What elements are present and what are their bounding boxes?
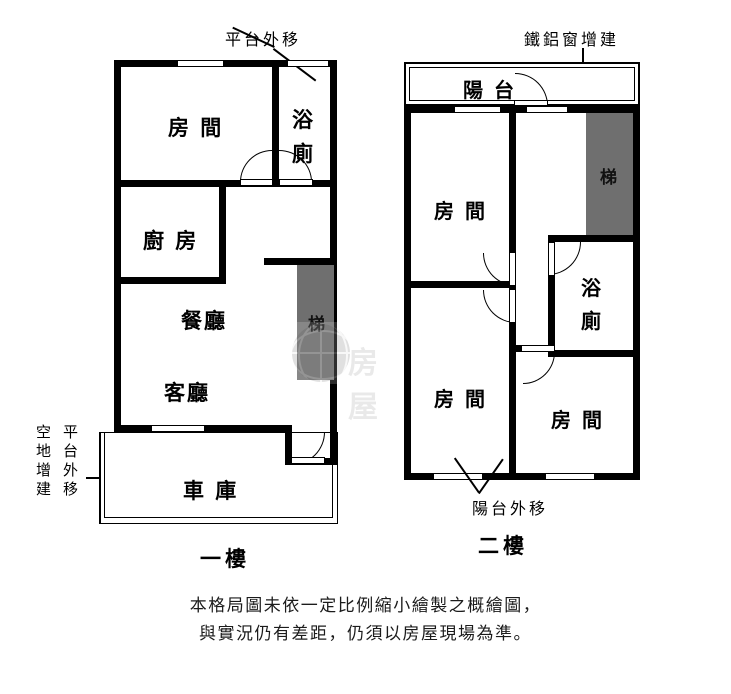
floor1-label-kitchen: 廚 房	[143, 228, 199, 253]
floor1-wall-garage-step	[285, 425, 292, 465]
floor1-window-living-bottom	[152, 426, 204, 431]
floor1-wall-kitchen-right	[219, 187, 226, 283]
floor1-wall-top	[114, 60, 337, 67]
floor2-label-stairs: 梯	[600, 168, 617, 188]
floor2-window-top-right	[527, 107, 567, 112]
floor-1-plan: 平台外移	[0, 0, 380, 600]
watermark-globe-icon	[292, 324, 350, 382]
floor1-annotation-left-outer: 空地增建	[34, 424, 52, 500]
floor2-label-balcony: 陽 台	[463, 78, 516, 102]
floor2-wall-bedroom23-divider	[509, 352, 516, 473]
floor2-wall-bottom	[404, 473, 640, 480]
floor1-annotation-left-inner: 平台外移	[61, 424, 79, 500]
caption-line-1: 本格局圖未依一定比例縮小繪製之概繪圖，	[189, 596, 542, 616]
floor1-doorleaf-bathroom	[279, 179, 313, 186]
floor1-label-bathroom-char1: 浴	[292, 107, 315, 132]
floor1-window-top-left	[178, 61, 223, 66]
watermark-globe-ring-horizontal	[292, 330, 350, 380]
floor2-doorleaf-balcony	[514, 100, 548, 106]
floor1-label-bathroom: 浴 廁	[292, 103, 315, 171]
floor2-wall-left	[404, 106, 411, 480]
floor2-wall-bathroom-left	[548, 235, 555, 357]
bracket-tick	[86, 477, 100, 479]
floor2-wall-bedroom-divider	[404, 281, 516, 288]
floor2-doorleaf-bathroom	[548, 242, 555, 276]
floor2-window-bottom-left	[434, 474, 482, 479]
floor1-wall-stair-top	[264, 258, 337, 265]
floor1-wall-left	[114, 60, 121, 432]
caption-line-2: 與實況仍有差距，仍須以房屋現場為準。	[199, 624, 532, 644]
floor2-doorleaf-bedroom-2	[509, 289, 516, 323]
watermark: 房屋	[286, 322, 396, 425]
floor2-annotation-bottom: 陽台外移	[472, 499, 549, 518]
watermark-text: 房屋	[348, 346, 380, 425]
floor1-doorleaf-garage	[291, 457, 325, 464]
floor2-stairs-block	[586, 113, 633, 235]
floor2-window-top-left	[455, 107, 500, 112]
floor2-wall-corridor-left	[509, 113, 516, 253]
floor1-window-top-right	[288, 61, 328, 66]
floor2-label-bathroom-char1: 浴	[581, 276, 603, 300]
floor1-wall-kitchen-bottom	[114, 277, 226, 284]
floor1-label-living: 客廳	[164, 380, 210, 405]
floor2-label-bathroom: 浴 廁	[581, 272, 603, 338]
floor-2-plan: 鐵鋁窗增建	[404, 30, 640, 558]
floor2-title: 二樓	[478, 533, 528, 558]
floor2-door-bedroom-3	[523, 352, 555, 384]
floor2-label-bedroom-2: 房 間	[434, 387, 487, 411]
floor2-label-bathroom-char2: 廁	[581, 309, 603, 333]
floor2-label-bedroom-1: 房 間	[434, 199, 487, 223]
floor2-wall-top	[404, 106, 640, 113]
floor1-label-bedroom: 房 間	[168, 115, 224, 140]
floor2-window-bottom-right	[546, 474, 594, 479]
floor2-wall-bathroom-bottom	[548, 350, 633, 357]
floor1-wall-bedroom-bathroom	[272, 60, 279, 187]
floor1-garage-extension-inner	[104, 432, 333, 518]
floor2-wall-right	[633, 106, 640, 480]
floor1-label-bathroom-char2: 廁	[292, 141, 315, 166]
floor2-doorleaf-bedroom-3	[521, 345, 555, 352]
floor2-annotation-top: 鐵鋁窗增建	[524, 30, 620, 49]
floor1-doorleaf-bedroom	[240, 179, 273, 186]
floor2-label-bedroom-3: 房 間	[551, 408, 604, 432]
leader-line-floor2-top	[582, 48, 584, 62]
floor2-wall-bathroom-top	[548, 235, 633, 242]
floor2-doorleaf-bedroom-1	[509, 252, 516, 286]
floor1-label-dining: 餐廳	[181, 308, 227, 333]
floor1-wall-bedroom-bottom	[114, 180, 279, 187]
floor1-label-garage: 車 庫	[183, 478, 239, 503]
floor1-title: 一樓	[200, 546, 250, 571]
